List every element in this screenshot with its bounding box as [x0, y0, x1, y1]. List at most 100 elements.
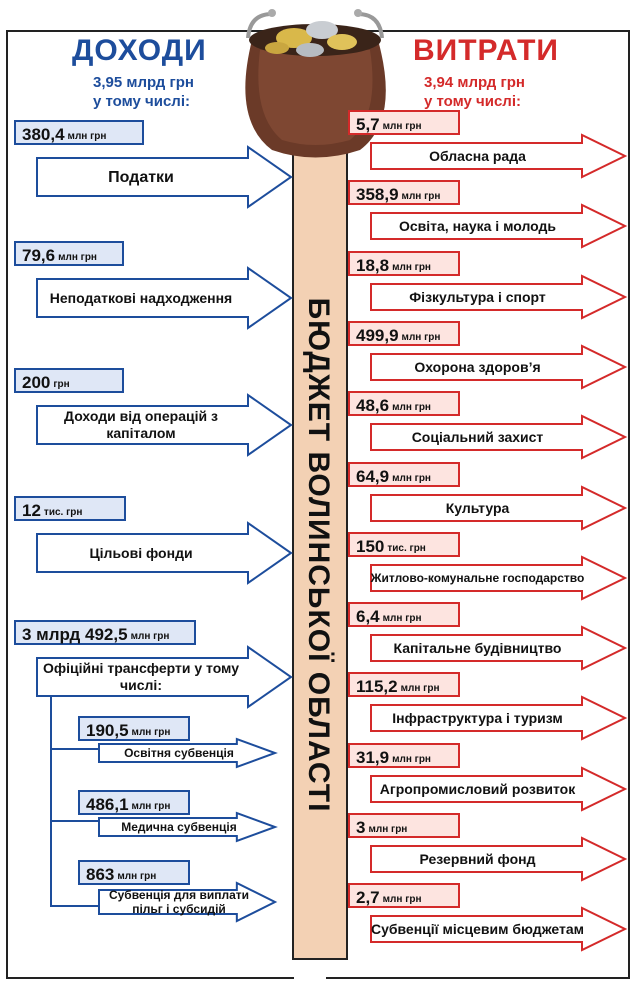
- transfers-tree-branch: [50, 820, 98, 822]
- amount-unit: млн грн: [392, 402, 431, 413]
- income-label: Цільові фонди: [89, 544, 193, 561]
- expense-arrow: [370, 836, 628, 882]
- expense-arrow: [370, 203, 628, 249]
- income-arrow: [36, 645, 293, 709]
- income-arrow: [36, 521, 293, 585]
- transfers-tree-line: [50, 684, 52, 906]
- expense-arrow: [370, 695, 628, 741]
- amount-value: 5,7: [356, 115, 380, 134]
- amount-unit: млн грн: [392, 473, 431, 484]
- subvention-arrow: [98, 737, 278, 769]
- amount-unit: млн грн: [58, 252, 97, 263]
- amount-unit: млн грн: [382, 894, 422, 905]
- expenses-subtitle: у тому числі:: [424, 93, 521, 110]
- expenses-total: 3,94 млрд грн: [424, 74, 525, 91]
- amount-unit: млн грн: [67, 131, 107, 142]
- income-arrow: [36, 266, 293, 330]
- amount-unit: млн грн: [131, 801, 171, 812]
- income-label: Неподаткові надходження: [49, 289, 233, 306]
- amount-unit: млн грн: [392, 262, 431, 273]
- income-label: Податки: [108, 168, 174, 186]
- expense-arrow: [370, 344, 628, 390]
- amount-unit: млн грн: [400, 683, 440, 694]
- amount-value: 48,6: [356, 396, 390, 415]
- expense-arrow: [370, 766, 628, 812]
- expense-label: Охорона здоров’я: [414, 358, 541, 375]
- income-arrow: [36, 145, 293, 209]
- amount-value: 79,6: [22, 246, 56, 265]
- income-total: 3,95 млрд грн: [93, 74, 194, 91]
- expense-arrow: [370, 625, 628, 671]
- amount-value: 115,2: [356, 677, 398, 696]
- amount-value: 3: [356, 818, 366, 837]
- income-title: ДОХОДИ: [72, 34, 207, 67]
- amount-value: 499,9: [356, 326, 399, 345]
- expense-arrow: [370, 414, 628, 460]
- amount-value: 380,4: [22, 125, 65, 144]
- amount-value: 12: [22, 501, 41, 520]
- expense-arrow: [370, 555, 628, 601]
- amount-value: 200: [22, 373, 51, 392]
- expense-label: Інфраструктура і туризм: [392, 709, 563, 726]
- subvention-label: Субвенція для виплати пільг і субсидій: [108, 888, 250, 916]
- expense-label: Культура: [445, 499, 510, 516]
- budget-pillar: [292, 150, 348, 960]
- amount-value: 18,8: [356, 256, 390, 275]
- expense-label: Резервний фонд: [419, 850, 536, 867]
- amount-unit: млн грн: [401, 332, 441, 343]
- expense-arrow: [370, 485, 628, 531]
- amount-value: 2,7: [356, 888, 380, 907]
- amount-unit: млн грн: [117, 871, 157, 882]
- expense-label: Житлово-комунальне господарство: [370, 571, 585, 585]
- expenses-title: ВИТРАТИ: [413, 34, 559, 67]
- expense-label: Субвенції місцевим бюджетам: [370, 920, 585, 937]
- amount-unit: грн: [53, 379, 70, 390]
- amount-unit: тис. грн: [387, 543, 426, 554]
- expense-arrow: [370, 906, 628, 952]
- subvention-arrow: [98, 811, 278, 843]
- expense-label: Соціальний захист: [411, 428, 544, 445]
- amount-value: 486,1: [86, 795, 129, 814]
- amount-value: 190,5: [86, 721, 129, 740]
- amount-unit: млн грн: [130, 631, 170, 642]
- income-arrow: [36, 393, 293, 457]
- amount-unit: млн грн: [401, 191, 441, 202]
- amount-unit: млн грн: [392, 754, 431, 765]
- subvention-label: Освітня субвенція: [124, 746, 234, 760]
- income-label: Доходи від операцій з капіталом: [64, 408, 218, 441]
- subvention-label: Медична субвенція: [121, 820, 237, 834]
- income-subtitle: у тому числі:: [93, 93, 190, 110]
- amount-unit: млн грн: [368, 824, 408, 835]
- amount-unit: млн грн: [131, 727, 171, 738]
- expense-arrow: [370, 133, 628, 179]
- expense-label: Фізкультура і спорт: [409, 288, 546, 305]
- subvention-arrow: [98, 881, 278, 923]
- amount-unit: млн грн: [382, 613, 422, 624]
- amount-unit: млн грн: [382, 121, 422, 132]
- expense-label: Обласна рада: [429, 147, 526, 164]
- income-label: Офіційні трансферти у тому числі:: [42, 660, 240, 693]
- amount-value: 3 млрд 492,5: [22, 625, 128, 644]
- amount-value: 31,9: [356, 748, 390, 767]
- amount-unit: тис. грн: [43, 507, 83, 518]
